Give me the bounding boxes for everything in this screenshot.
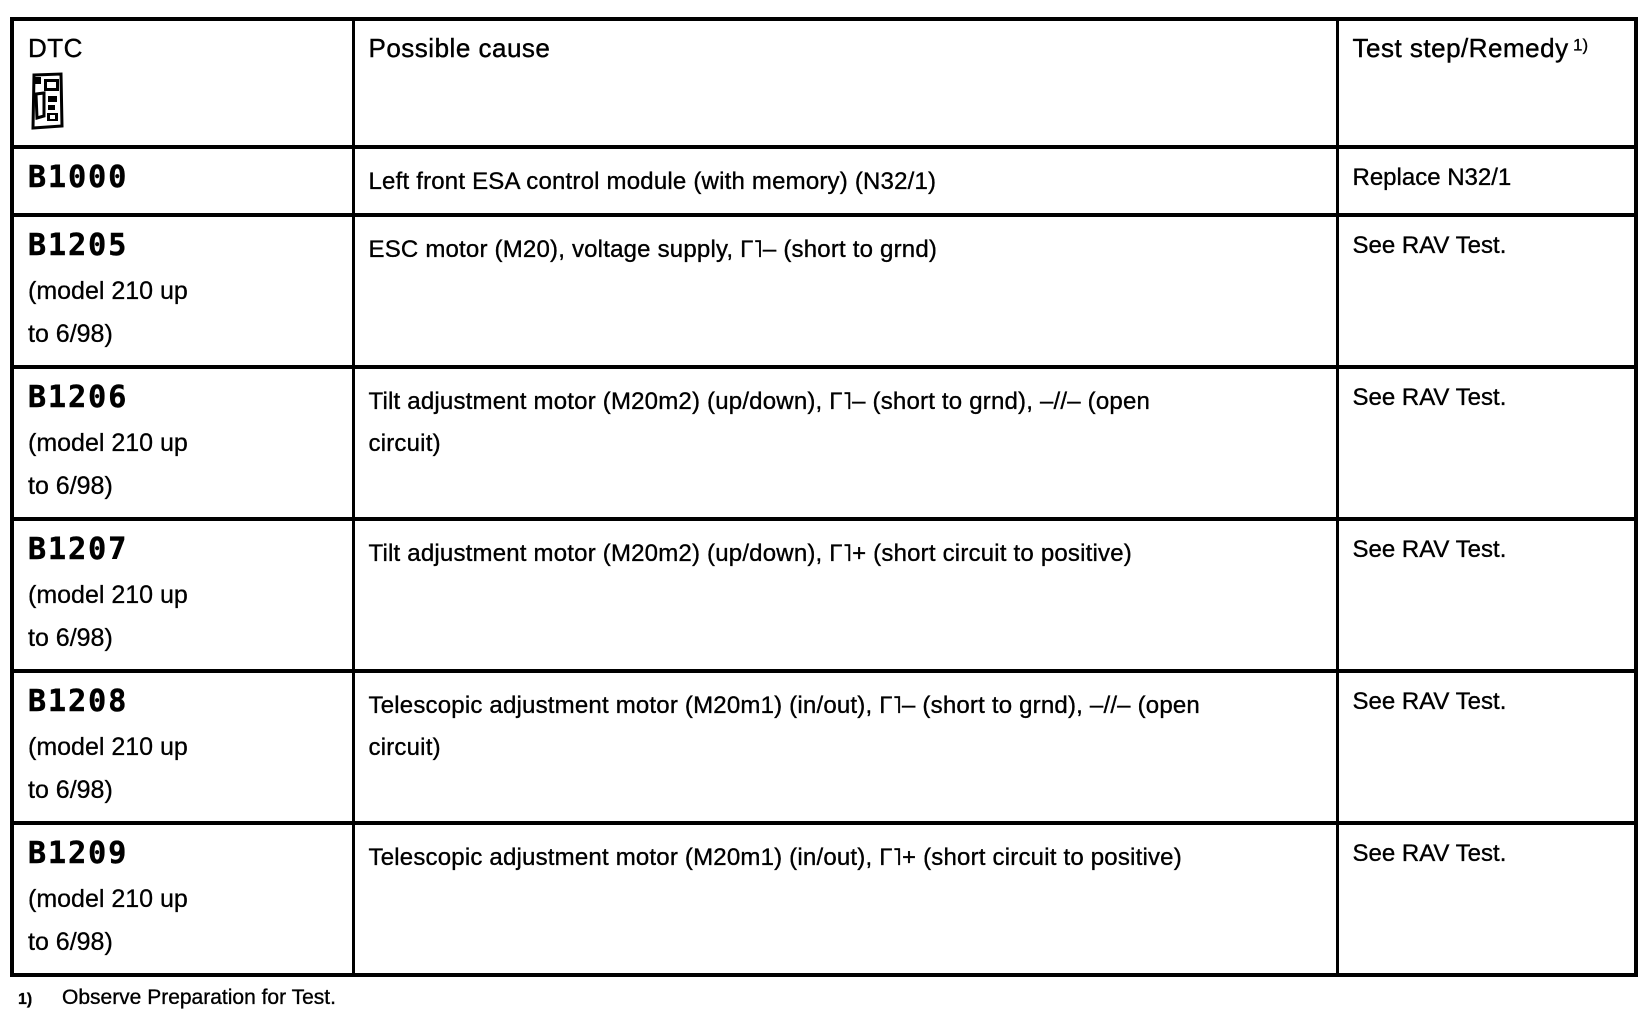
dtc-header-cell: DTC bbox=[10, 17, 355, 149]
dtc-cell: B1207 (model 210 up to 6/98) bbox=[10, 517, 355, 673]
remedy-text: See RAV Test. bbox=[1352, 536, 1507, 563]
cause-text: Telescopic adjustment motor (M20m1) (in/… bbox=[368, 844, 1182, 871]
remedy-cell: See RAV Test. bbox=[1335, 669, 1638, 825]
dtc-code: B1208 bbox=[28, 684, 129, 719]
remedy-cell: See RAV Test. bbox=[1335, 365, 1638, 521]
dtc-code: B1206 bbox=[28, 380, 129, 415]
cause-cell: Left front ESA control module (with memo… bbox=[351, 145, 1339, 217]
dtc-code: B1000 bbox=[28, 160, 129, 195]
dtc-model-note: (model 210 up to 6/98) bbox=[28, 277, 188, 348]
table-row: B1206 (model 210 up to 6/98) Tilt adjust… bbox=[10, 365, 1638, 521]
cause-text: Left front ESA control module (with memo… bbox=[368, 168, 937, 195]
table-row: B1205 (model 210 up to 6/98) ESC motor (… bbox=[10, 213, 1638, 369]
dtc-model-note: (model 210 up to 6/98) bbox=[28, 733, 188, 804]
remedy-text: Replace N32/1 bbox=[1352, 164, 1512, 191]
cause-column-label: Possible cause bbox=[368, 33, 551, 63]
remedy-cell: See RAV Test. bbox=[1335, 213, 1638, 369]
remedy-cell: See RAV Test. bbox=[1335, 821, 1638, 977]
dtc-code: B1205 bbox=[28, 228, 129, 263]
cause-cell: ESC motor (M20), voltage supply, Γ˥– (sh… bbox=[351, 213, 1339, 369]
dtc-model-note: (model 210 up to 6/98) bbox=[28, 429, 188, 500]
remedy-text: See RAV Test. bbox=[1352, 840, 1507, 867]
remedy-footnote-ref: 1) bbox=[1573, 35, 1589, 55]
remedy-header-cell: Test step/Remedy 1) bbox=[1335, 17, 1638, 149]
dtc-cell: B1205 (model 210 up to 6/98) bbox=[10, 213, 355, 369]
cause-text: Tilt adjustment motor (M20m2) (up/down),… bbox=[368, 388, 1151, 457]
remedy-cell: See RAV Test. bbox=[1335, 517, 1638, 673]
table-row: B1208 (model 210 up to 6/98) Telescopic … bbox=[10, 669, 1638, 825]
dtc-model-note: (model 210 up to 6/98) bbox=[28, 581, 188, 652]
dtc-code: B1207 bbox=[28, 532, 129, 567]
dtc-model-note: (model 210 up to 6/98) bbox=[28, 885, 188, 956]
remedy-text: See RAV Test. bbox=[1352, 688, 1507, 715]
cause-cell: Tilt adjustment motor (M20m2) (up/down),… bbox=[351, 517, 1339, 673]
footnote: 1) Observe Preparation for Test. bbox=[18, 986, 1634, 1010]
scanned-manual-page: DTC Possible cause bbox=[10, 17, 1638, 1010]
cause-cell: Tilt adjustment motor (M20m2) (up/down),… bbox=[351, 365, 1339, 521]
dtc-cell: B1206 (model 210 up to 6/98) bbox=[10, 365, 355, 521]
cause-cell: Telescopic adjustment motor (M20m1) (in/… bbox=[351, 821, 1339, 977]
footnote-marker: 1) bbox=[18, 991, 33, 1008]
dtc-cell: B1208 (model 210 up to 6/98) bbox=[10, 669, 355, 825]
cause-text: ESC motor (M20), voltage supply, Γ˥– (sh… bbox=[368, 236, 938, 263]
remedy-cell: Replace N32/1 bbox=[1335, 145, 1638, 217]
dtc-fault-table: DTC Possible cause bbox=[10, 17, 1638, 977]
remedy-text: See RAV Test. bbox=[1352, 232, 1507, 259]
dtc-cell: B1000 bbox=[10, 145, 355, 217]
dtc-code: B1209 bbox=[28, 836, 129, 871]
cause-text: Telescopic adjustment motor (M20m1) (in/… bbox=[368, 692, 1200, 761]
dtc-cell: B1209 (model 210 up to 6/98) bbox=[10, 821, 355, 977]
remedy-text: See RAV Test. bbox=[1352, 384, 1507, 411]
diagnostic-tester-icon bbox=[28, 72, 338, 135]
table-row: B1207 (model 210 up to 6/98) Tilt adjust… bbox=[10, 517, 1638, 673]
table-header-row: DTC Possible cause bbox=[10, 17, 1638, 149]
footnote-text: Observe Preparation for Test. bbox=[62, 986, 336, 1009]
dtc-column-label: DTC bbox=[28, 33, 83, 63]
cause-text: Tilt adjustment motor (M20m2) (up/down),… bbox=[368, 540, 1132, 567]
cause-header-cell: Possible cause bbox=[351, 17, 1339, 149]
table-row: B1000 Left front ESA control module (wit… bbox=[10, 145, 1638, 217]
table-row: B1209 (model 210 up to 6/98) Telescopic … bbox=[10, 821, 1638, 977]
cause-cell: Telescopic adjustment motor (M20m1) (in/… bbox=[351, 669, 1339, 825]
remedy-column-label: Test step/Remedy bbox=[1352, 33, 1569, 63]
